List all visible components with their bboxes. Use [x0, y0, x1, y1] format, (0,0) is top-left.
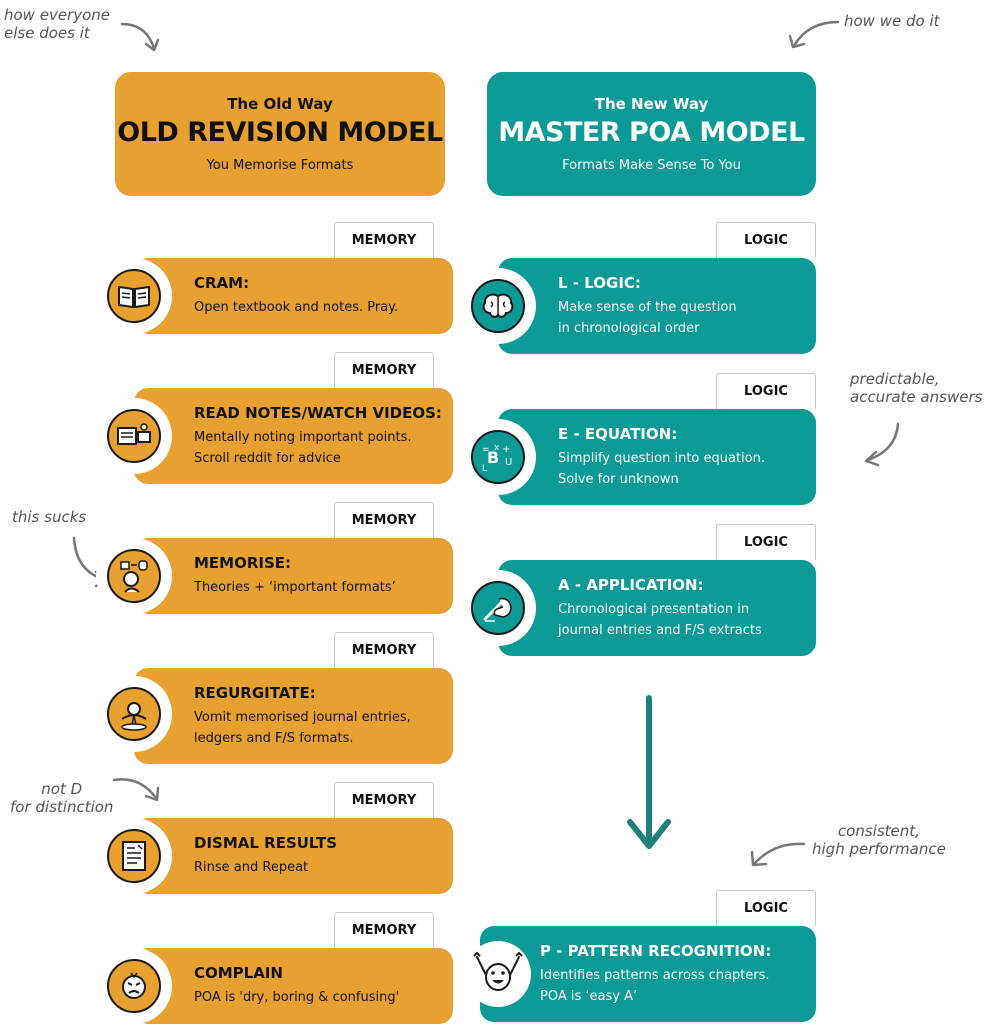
- memory-tag: MEMORY: [334, 632, 434, 668]
- icon-ring: [460, 936, 536, 1012]
- old-step-read-notes: READ NOTES/WATCH VIDEOS: Mentally noting…: [134, 388, 453, 484]
- note-predictable: predictable, accurate answers: [850, 370, 983, 406]
- logic-tag: LOGIC: [716, 373, 816, 409]
- step-desc: journal entries and F/S extracts: [558, 622, 762, 638]
- new-step-equation: E - EQUATION: Simplify question into equ…: [498, 409, 816, 505]
- note-not-d: not D for distinction: [10, 780, 114, 816]
- old-way-caption: You Memorise Formats: [206, 158, 354, 173]
- down-arrow-icon: [627, 695, 671, 849]
- note-how-we-do-it: how we do it: [844, 12, 940, 30]
- step-title: MEMORISE:: [194, 554, 292, 572]
- note-how-everyone: how everyone else does it: [4, 6, 111, 42]
- old-step-memorise: MEMORISE: Theories + ‘important formats’: [134, 538, 453, 614]
- old-way-title: OLD REVISION MODEL: [117, 117, 443, 148]
- memory-tag: MEMORY: [334, 502, 434, 538]
- note-consistent: consistent, high performance: [812, 822, 946, 858]
- icon-ring: [96, 676, 172, 752]
- step-desc: Identifies patterns across chapters.: [540, 967, 770, 983]
- step-desc: in chronological order: [558, 320, 700, 336]
- logic-tag: LOGIC: [716, 890, 816, 926]
- old-way-subtitle: The Old Way: [227, 95, 333, 113]
- step-desc: Rinse and Repeat: [194, 860, 309, 875]
- step-title: READ NOTES/WATCH VIDEOS:: [194, 403, 442, 422]
- icon-ring: [96, 398, 172, 474]
- brain-icon: [471, 279, 525, 333]
- step-desc: Make sense of the question: [558, 299, 737, 315]
- step-desc: Open textbook and notes. Pray.: [194, 300, 399, 315]
- memory-tag: MEMORY: [334, 782, 434, 818]
- step-desc: Scroll reddit for advice: [194, 450, 341, 466]
- old-step-complain: COMPLAIN POA is 'dry, boring & confusing…: [134, 948, 453, 1024]
- hand-writing-icon: [471, 581, 525, 635]
- step-desc: Mentally noting important points.: [194, 429, 412, 445]
- arrow-note-predictable: [864, 422, 900, 467]
- new-step-logic: L - LOGIC: Make sense of the question in…: [498, 258, 816, 354]
- happy-person-icon: [465, 941, 531, 1007]
- step-title: CRAM:: [194, 274, 250, 292]
- old-step-regurgitate: REGURGITATE: Vomit memorised journal ent…: [134, 668, 453, 764]
- logic-tag: LOGIC: [716, 524, 816, 560]
- new-step-pattern-recognition: P - PATTERN RECOGNITION: Identifies patt…: [480, 926, 816, 1022]
- logic-tag: LOGIC: [716, 222, 816, 258]
- person-vomit-icon: [107, 687, 161, 741]
- step-desc: POA is ‘easy A’: [540, 988, 638, 1004]
- old-way-header: The Old Way OLD REVISION MODEL You Memor…: [115, 72, 445, 196]
- step-title: P - PATTERN RECOGNITION:: [540, 941, 772, 960]
- step-title: E - EQUATION:: [558, 424, 678, 443]
- svg-text:B: B: [487, 448, 499, 467]
- icon-ring: [96, 948, 172, 1024]
- angry-face-icon: [107, 959, 161, 1013]
- step-desc: Simplify question into equation.: [558, 450, 765, 466]
- icon-ring: [96, 538, 172, 614]
- notes-laptop-icon: [107, 409, 161, 463]
- arrow-note-everyone: [120, 22, 160, 52]
- new-way-caption: Formats Make Sense To You: [562, 158, 741, 173]
- step-desc: Chronological presentation in: [558, 601, 750, 617]
- step-title: DISMAL RESULTS: [194, 834, 338, 852]
- step-title: L - LOGIC:: [558, 273, 641, 292]
- arrow-note-we: [788, 20, 840, 49]
- svg-text:U: U: [505, 457, 512, 468]
- report-card-icon: [107, 829, 161, 883]
- book-icon: [107, 269, 161, 323]
- svg-text:L: L: [482, 464, 487, 473]
- step-title: COMPLAIN: [194, 964, 283, 982]
- new-way-subtitle: The New Way: [594, 95, 709, 113]
- step-title: A - APPLICATION:: [558, 575, 704, 594]
- icon-ring: [460, 570, 536, 646]
- arrow-note-consistent: [750, 842, 806, 867]
- new-step-application: A - APPLICATION: Chronological presentat…: [498, 560, 816, 656]
- person-thinking-icon: [107, 549, 161, 603]
- memory-tag: MEMORY: [334, 222, 434, 258]
- memory-tag: MEMORY: [334, 352, 434, 388]
- icon-ring: [96, 818, 172, 894]
- step-desc: ledgers and F/S formats.: [194, 730, 354, 746]
- icon-ring: [96, 258, 172, 334]
- svg-text:+: +: [502, 444, 510, 455]
- svg-text:=: =: [482, 445, 490, 455]
- step-desc: POA is 'dry, boring & confusing': [194, 990, 400, 1005]
- step-title: REGURGITATE:: [194, 683, 316, 702]
- new-way-title: MASTER POA MODEL: [498, 117, 805, 148]
- step-desc: Theories + ‘important formats’: [194, 580, 396, 595]
- icon-ring: [460, 268, 536, 344]
- new-way-header: The New Way MASTER POA MODEL Formats Mak…: [487, 72, 816, 196]
- note-this-sucks: this sucks: [12, 508, 87, 526]
- old-step-dismal-results: DISMAL RESULTS Rinse and Repeat: [134, 818, 453, 894]
- memory-tag: MEMORY: [334, 912, 434, 948]
- arrow-note-not-d: [112, 778, 160, 802]
- old-step-cram: CRAM: Open textbook and notes. Pray.: [134, 258, 453, 334]
- step-desc: Vomit memorised journal entries,: [194, 709, 411, 725]
- svg-text:x: x: [494, 443, 500, 453]
- step-desc: Solve for unknown: [558, 471, 679, 487]
